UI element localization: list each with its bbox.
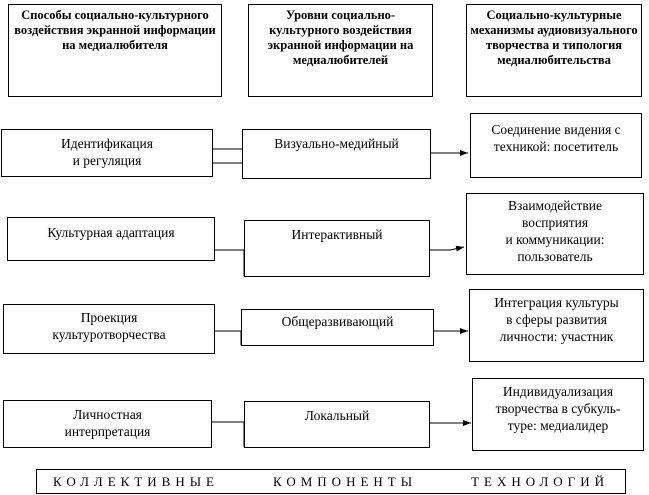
footer-word-collective: КОЛЛЕКТИВНЫЕ xyxy=(53,473,219,489)
level-box-3: Общеразвивающий xyxy=(241,309,434,346)
row4-link-method-level xyxy=(212,421,245,447)
method-text-1: Идентификация и регуляция xyxy=(61,136,153,168)
header-mechanisms-text: Социально-культурные механизмы аудиовизу… xyxy=(470,8,638,67)
header-levels-text: Уровни социально-культурного воздействия… xyxy=(267,8,414,67)
mechanism-box-3: Интеграция культуры в сферы развития лич… xyxy=(469,289,644,362)
mechanism-box-4: Индивидуализация творчества в субкуль- т… xyxy=(472,378,644,451)
level-box-2: Интерактивный xyxy=(244,220,430,277)
row2-arrow-line xyxy=(430,245,465,252)
footer-banner: КОЛЛЕКТИВНЫЕ КОМПОНЕНТЫ ТЕХНОЛОГИЙ xyxy=(36,469,626,494)
mechanism-text-4: Индивидуализация творчества в субкуль- т… xyxy=(495,384,621,433)
method-text-3: Проекция культуротворчества xyxy=(52,310,166,342)
level-text-3: Общеразвивающий xyxy=(281,314,394,329)
header-methods: Способы социально-культурного воздействи… xyxy=(8,4,222,97)
level-text-4: Локальный xyxy=(304,408,370,423)
mechanism-text-3: Интеграция культуры в сферы развития лич… xyxy=(494,295,619,344)
mechanism-box-1: Соединение видения с техникой: посетител… xyxy=(470,113,642,178)
level-box-4: Локальный xyxy=(244,401,430,448)
method-box-1: Идентификация и регуляция xyxy=(1,129,213,177)
method-text-2: Культурная адаптация xyxy=(47,225,175,240)
method-box-3: Проекция культуротворчества xyxy=(3,304,215,354)
level-box-1: Визуально-медийный xyxy=(242,129,431,179)
method-text-4: Личностная интерпретация xyxy=(64,407,151,439)
mechanism-text-2: Взаимодействие восприятия и коммуникации… xyxy=(505,198,605,264)
level-text-2: Интерактивный xyxy=(291,227,383,242)
method-box-2: Культурная адаптация xyxy=(7,217,215,261)
row3-link-method-level xyxy=(215,330,242,345)
header-mechanisms: Социально-культурные механизмы аудиовизу… xyxy=(466,4,642,97)
mechanism-text-1: Соединение видения с техникой: посетител… xyxy=(491,122,621,154)
mechanism-box-2: Взаимодействие восприятия и коммуникации… xyxy=(466,193,644,275)
header-levels: Уровни социально-культурного воздействия… xyxy=(248,4,433,97)
footer-word-components: КОМПОНЕНТЫ xyxy=(273,473,418,489)
header-methods-text: Способы социально-культурного воздействи… xyxy=(14,8,216,52)
level-text-1: Визуально-медийный xyxy=(274,136,399,151)
row2-link-method-level xyxy=(215,249,245,276)
footer-word-technologies: ТЕХНОЛОГИЙ xyxy=(471,473,609,489)
method-box-4: Личностная интерпретация xyxy=(3,400,212,448)
